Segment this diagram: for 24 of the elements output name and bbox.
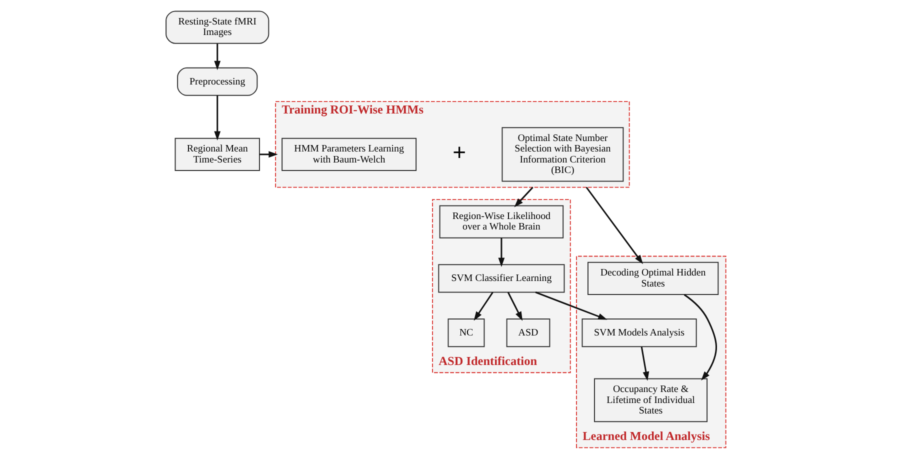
node-box: HMM Parameters Learning with Baum-Welch [281,138,416,171]
arrow [473,292,493,321]
node-box: Decoding Optimal Hidden States [586,262,718,296]
arrow [514,186,533,208]
node-box: Optimal State Number Selection with Bayesian Information Criterion (BIC) [501,127,624,182]
arrow [534,292,607,320]
node-box: SVM Classifier Learning [438,264,564,293]
arrow [214,44,220,70]
node-box: Preprocessing [176,67,258,96]
arrow [498,238,504,267]
arrow [214,95,220,140]
node-box: Occupancy Rate & Lifetime of Individual States [594,378,708,422]
node-box: ASD [506,318,550,348]
label: + [452,139,466,166]
arrow [640,346,649,381]
node-box: NC [447,318,484,348]
node-box: Regional Mean Time-Series [174,138,260,171]
node-box: Region-Wise Likelihood over a Whole Brain [438,205,564,238]
arrow [683,294,716,381]
arrow [259,151,278,158]
node-box: SVM Models Analysis [581,318,696,348]
arrow [506,292,522,321]
arrow [585,186,643,264]
node-box: Resting-State fMRI Images [165,10,269,44]
